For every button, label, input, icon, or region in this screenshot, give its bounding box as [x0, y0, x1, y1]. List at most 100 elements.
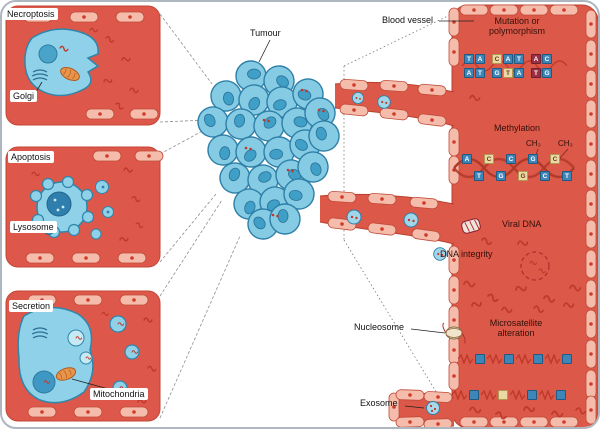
endothelial-cell	[115, 11, 145, 23]
golgi-label: Golgi	[10, 90, 38, 103]
ch3-left-label: CH₃	[526, 139, 541, 148]
endothelial-cell	[379, 79, 409, 93]
tumour-label: Tumour	[250, 28, 281, 38]
nucleotide-tile: T	[562, 171, 572, 181]
endothelial-cell	[85, 108, 115, 120]
endothelial-cell	[92, 150, 122, 162]
nucleotide-tile: T	[464, 54, 474, 64]
endothelial-cell	[129, 108, 159, 120]
nucleotide-tile: C	[492, 54, 502, 64]
endothelial-cell	[519, 416, 549, 427]
sequence-gap	[486, 73, 491, 74]
tumour-cluster	[191, 59, 344, 246]
nucleotide-tile: T	[474, 171, 484, 181]
nucleotide-tile	[498, 390, 508, 400]
endothelial-cell	[585, 279, 597, 309]
tumour-cell	[269, 203, 301, 235]
endothelial-cell	[489, 4, 519, 16]
apoptosis-panel	[5, 146, 161, 268]
blood-vessel-label: Blood vessel	[382, 15, 434, 25]
nucleotide-tile: C	[506, 154, 516, 164]
nucleotide-tile: T	[514, 54, 524, 64]
methylation-label: Methylation	[493, 123, 541, 133]
endothelial-cell	[585, 219, 597, 249]
endothelial-cell	[585, 339, 597, 369]
endothelial-cell	[134, 150, 164, 162]
endothelial-cell	[69, 11, 99, 23]
mutation-label: Mutation or polymorphism	[488, 16, 546, 37]
endothelial-cell	[585, 309, 597, 339]
endothelial-cell	[423, 390, 453, 404]
endothelial-cell	[585, 39, 597, 69]
endothelial-cell	[119, 406, 149, 418]
nucleotide-tile	[562, 354, 572, 364]
sequence-gap	[525, 73, 530, 74]
apoptotic-blebs	[29, 175, 95, 239]
nucleotide-tile: G	[518, 171, 528, 181]
exosome-icon	[426, 401, 440, 415]
circulating-cell	[403, 212, 419, 228]
nucleotide-tile: C	[540, 171, 550, 181]
endothelial-cell	[339, 78, 369, 92]
microsatellite-row-1	[458, 354, 572, 364]
dna-fragment-wave	[481, 390, 496, 400]
necroptosis-label: Necroptosis	[4, 8, 58, 21]
necrotic-cell	[24, 28, 100, 97]
endothelial-cell	[395, 389, 425, 401]
dna-fragment-wave	[510, 390, 525, 400]
endothelial-cell	[448, 7, 460, 37]
endothelial-cell	[585, 369, 597, 399]
ch3-right-label: CH₃	[558, 139, 573, 148]
nucleotide-tile: G	[528, 154, 538, 164]
endothelial-cell	[73, 294, 103, 306]
nucleotide-tile: C	[550, 154, 560, 164]
endothelial-cell	[448, 127, 460, 157]
nucleotide-tile: C	[484, 154, 494, 164]
viral-dna-label: Viral DNA	[502, 219, 542, 229]
nucleotide-tile: A	[531, 54, 541, 64]
dna-integrity-label: DNA integrity	[440, 249, 493, 259]
nucleus	[38, 44, 58, 64]
condensed-nucleus	[46, 191, 72, 217]
apoptosis-label: Apoptosis	[8, 151, 54, 164]
endothelial-cell	[71, 252, 101, 264]
endothelial-cell	[327, 190, 357, 204]
nucleotide-tile: G	[492, 68, 502, 78]
dna-fragment-wave	[516, 354, 531, 364]
blood-vessel-shape	[319, 4, 598, 427]
nucleotide-tile	[475, 354, 485, 364]
circulating-cell	[346, 209, 362, 225]
endothelial-cell	[549, 416, 579, 427]
endothelial-cell	[585, 99, 597, 129]
circulating-cell	[377, 95, 391, 109]
nucleotide-tile: G	[542, 68, 552, 78]
endothelial-cell	[585, 129, 597, 159]
endothelial-cell	[423, 418, 453, 427]
nucleosome-icon	[442, 322, 466, 344]
nucleotide-tile	[556, 390, 566, 400]
dna-fragment-wave	[452, 390, 467, 400]
nucleotide-tile: A	[462, 154, 472, 164]
endothelial-cell	[119, 294, 149, 306]
nucleosome-label: Nucleosome	[354, 322, 405, 332]
nucleotide-tile	[527, 390, 537, 400]
endothelial-cell	[585, 249, 597, 279]
microsatellite-label: Microsatellite alteration	[489, 318, 543, 339]
microsatellite-row-2	[452, 390, 566, 400]
nucleotide-tile: A	[503, 54, 513, 64]
nucleotide-tile	[504, 354, 514, 364]
sequence-gap	[486, 59, 491, 60]
dna-fragment-wave	[539, 390, 554, 400]
panel-zoom-connectors	[159, 13, 241, 419]
lysosome-label: Lysosome	[10, 221, 57, 234]
endothelial-cell	[585, 9, 597, 39]
exosome-label: Exosome	[360, 398, 398, 408]
tumour-cell	[206, 133, 240, 167]
nucleotide-tile: A	[464, 68, 474, 78]
circular-dna-icon	[520, 251, 550, 281]
nucleotide-tile: A	[514, 68, 524, 78]
